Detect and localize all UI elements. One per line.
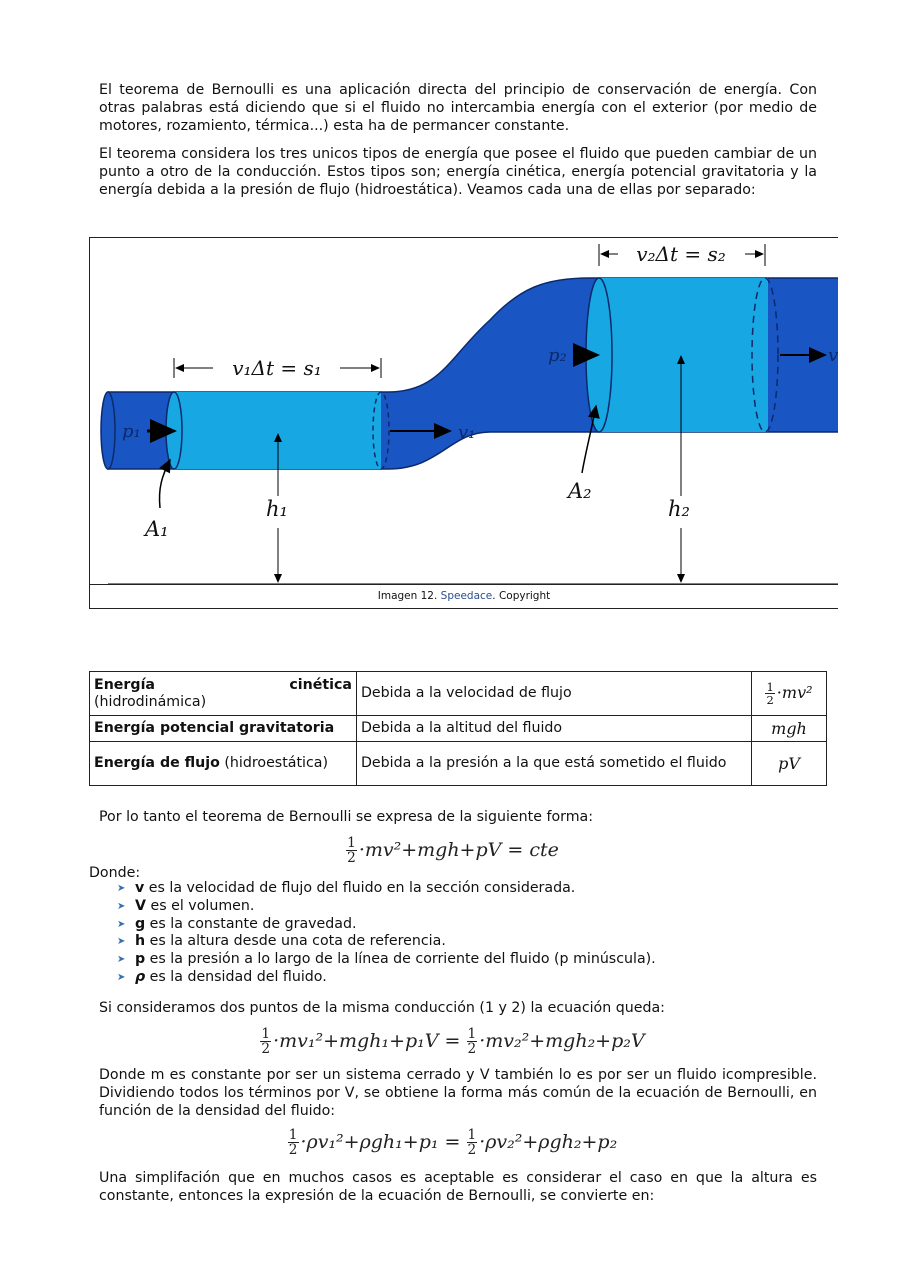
energy-desc-cell: Debida a la presión a la que está someti… xyxy=(356,741,752,786)
energy-formula-cell: mgh xyxy=(751,715,827,742)
volume-2 xyxy=(599,278,768,432)
label-h1: h₁ xyxy=(266,497,288,521)
dos-puntos-text: Si consideramos dos puntos de la misma c… xyxy=(99,1000,665,1016)
list-item: ➤v es la velocidad de flujo del fluido e… xyxy=(117,880,576,896)
caption-prefix: Imagen 12. xyxy=(377,590,438,602)
arrow-bullet-icon: ➤ xyxy=(117,971,126,983)
arrow-bullet-icon: ➤ xyxy=(117,918,126,930)
figure-caption: Imagen 12. Speedace. Copyright xyxy=(90,584,838,608)
table-row: Energía de flujo (hidroestática) Debida … xyxy=(89,741,827,786)
label-s1: v₁Δt = s₁ xyxy=(232,356,322,380)
arrow-bullet-icon: ➤ xyxy=(117,936,126,948)
label-v1: v₁ xyxy=(458,422,475,443)
simplificacion-text: Una simplifación que en muchos casos es … xyxy=(99,1170,817,1204)
bernoulli-figure: v₁Δt = s₁ v₂Δt = s₂ p₁ v₁ p₂ v h₁ h₂ A₁ … xyxy=(89,237,838,609)
arrow-bullet-icon: ➤ xyxy=(117,900,126,912)
energy-desc-cell: Debida a la altitud del fluido xyxy=(356,715,752,742)
section-s1-end xyxy=(372,391,390,470)
intro-paragraph-1: El teorema de Bernoulli es una aplicació… xyxy=(99,82,817,134)
list-item: ➤p es la presión a lo largo de la línea … xyxy=(117,951,656,968)
donde-m-text: Donde m es constante por ser un sistema … xyxy=(99,1067,817,1119)
volume-1 xyxy=(174,392,381,469)
arrow-bullet-icon: ➤ xyxy=(117,883,126,894)
label-h2: h₂ xyxy=(668,497,690,521)
arrow-bullet-icon: ➤ xyxy=(117,954,126,966)
label-v2: v xyxy=(828,345,838,366)
energy-formula-cell: pV xyxy=(751,741,827,786)
label-a1: A₁ xyxy=(143,517,169,541)
table-row: Energía potencial gravitatoria Debida a … xyxy=(89,715,827,742)
bernoulli-expresa-text: Por lo tanto el teorema de Bernoulli se … xyxy=(99,809,594,825)
bernoulli-pipe-diagram: v₁Δt = s₁ v₂Δt = s₂ p₁ v₁ p₂ v h₁ h₂ A₁ … xyxy=(100,242,838,585)
label-a2: A₂ xyxy=(566,479,592,503)
label-p2: p₂ xyxy=(548,345,567,366)
list-item: ➤g es la constante de gravedad. xyxy=(117,915,357,932)
donde-label: Donde: xyxy=(89,865,141,881)
list-item: ➤h es la altura desde una cota de refere… xyxy=(117,933,446,950)
section-s2-end xyxy=(751,277,779,433)
label-p1: p₁ xyxy=(122,421,141,442)
caption-suffix: . Copyright xyxy=(492,590,551,602)
caption-link[interactable]: Speedace xyxy=(440,590,493,602)
definitions-list: ➤v es la velocidad de flujo del fluido e… xyxy=(117,880,656,987)
energy-desc-cell: Debida a la velocidad de flujo xyxy=(356,671,752,716)
label-s2: v₂Δt = s₂ xyxy=(636,242,726,266)
pipe-left-end xyxy=(100,391,116,470)
list-item: ➤V es el volumen. xyxy=(117,897,255,914)
list-item: ➤ρ es la densidad del fluido. xyxy=(117,968,327,985)
intro-paragraph-2: El teorema considera los tres unicos tip… xyxy=(99,146,817,198)
energy-name-cell: Energía potencial gravitatoria xyxy=(89,715,357,742)
energy-name-cell: Energía de flujo (hidroestática) xyxy=(89,741,357,786)
